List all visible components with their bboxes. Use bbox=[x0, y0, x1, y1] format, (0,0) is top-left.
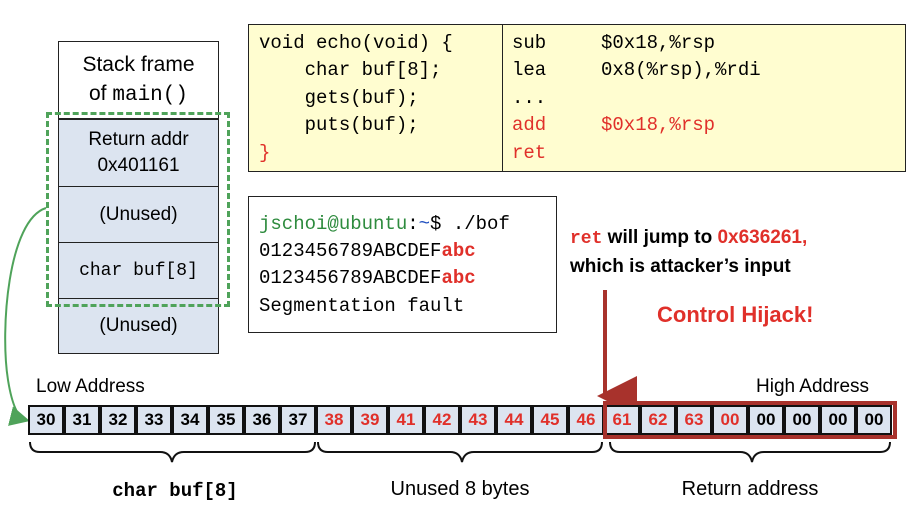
c-code-line: void echo(void) { bbox=[259, 32, 453, 54]
stack-title-code: main() bbox=[112, 84, 188, 107]
c-code-line: } bbox=[259, 142, 271, 164]
byte-cell: 37 bbox=[280, 405, 316, 435]
asm-op: sub bbox=[512, 32, 547, 54]
stack-cell-buf: char buf[8] bbox=[58, 242, 219, 299]
c-code-line: puts(buf); bbox=[259, 114, 419, 136]
asm-args: $0x18,%rsp bbox=[601, 32, 716, 54]
stack-cell-unused-lower: (Unused) bbox=[58, 298, 219, 354]
ret-note-mid: will jump to bbox=[602, 227, 718, 248]
brace-unused bbox=[317, 441, 603, 463]
stack-cell-label: (Unused) bbox=[99, 203, 178, 225]
c-code-line: gets(buf); bbox=[259, 87, 419, 109]
stack-frame-title: Stack frame of main() bbox=[58, 41, 219, 119]
byte-cell: 38 bbox=[316, 405, 352, 435]
terminal-output-line: 0123456789ABCDEFabc bbox=[259, 265, 476, 292]
asm-op: lea bbox=[512, 59, 547, 81]
ret-jump-note: ret will jump to 0x636261, bbox=[570, 227, 807, 249]
echo-frame-dashed-outline bbox=[46, 112, 230, 307]
brace-buf bbox=[29, 441, 316, 463]
code-panel-divider bbox=[502, 24, 503, 172]
asm-op: ret bbox=[512, 142, 547, 164]
buf-to-bytes-arrow bbox=[4, 207, 47, 426]
stack-cell-label: (Unused) bbox=[99, 315, 178, 336]
byte-cell: 00 bbox=[712, 405, 748, 435]
asm-op: add bbox=[512, 114, 547, 136]
terminal-colon: : bbox=[407, 213, 419, 235]
byte-cell: 00 bbox=[856, 405, 892, 435]
high-address-label: High Address bbox=[756, 376, 870, 397]
terminal-error-line: Segmentation fault bbox=[259, 295, 465, 317]
return-address-bytes-outline bbox=[603, 401, 897, 439]
attacker-input-note: which is attacker’s input bbox=[570, 256, 791, 277]
stack-title-prefix: of bbox=[89, 82, 113, 105]
byte-cell: 42 bbox=[424, 405, 460, 435]
terminal-input-line: 0123456789ABCDEFabc bbox=[259, 238, 476, 265]
byte-cell: 00 bbox=[820, 405, 856, 435]
unused-bytes-label: Unused 8 bytes bbox=[390, 478, 530, 500]
byte-cell: 00 bbox=[784, 405, 820, 435]
byte-cell: 32 bbox=[100, 405, 136, 435]
terminal-input-overflow: abc bbox=[441, 240, 476, 262]
control-hijack-label: Control Hijack! bbox=[657, 302, 814, 327]
asm-op: ... bbox=[512, 87, 547, 109]
byte-cell: 44 bbox=[496, 405, 532, 435]
byte-cell: 62 bbox=[640, 405, 676, 435]
terminal-path: ~ bbox=[418, 213, 431, 235]
stack-cell-label: char buf[8] bbox=[79, 260, 198, 281]
byte-cell: 39 bbox=[352, 405, 388, 435]
terminal-panel bbox=[248, 196, 557, 333]
code-panel bbox=[248, 24, 906, 172]
ret-keyword: ret bbox=[570, 229, 603, 249]
low-address-label: Low Address bbox=[36, 376, 145, 397]
byte-cell: 36 bbox=[244, 405, 280, 435]
byte-cell: 35 bbox=[208, 405, 244, 435]
byte-cell: 30 bbox=[28, 405, 64, 435]
ret-target-address: 0x636261 bbox=[717, 227, 803, 248]
terminal-command: $ ./bof bbox=[430, 213, 510, 235]
brace-return bbox=[609, 441, 891, 463]
terminal-output-overflow: abc bbox=[441, 267, 476, 289]
byte-cell: 00 bbox=[748, 405, 784, 435]
byte-cell: 31 bbox=[64, 405, 100, 435]
byte-cell: 41 bbox=[388, 405, 424, 435]
terminal-input-text: 0123456789ABCDEF bbox=[259, 240, 442, 262]
byte-cell: 43 bbox=[460, 405, 496, 435]
return-address-label: Return address bbox=[681, 478, 819, 500]
stack-cell-unused-upper: (Unused) bbox=[58, 186, 219, 243]
c-code-line: char buf[8]; bbox=[259, 59, 442, 81]
byte-cell: 63 bbox=[676, 405, 712, 435]
asm-args: $0x18,%rsp bbox=[601, 114, 716, 136]
terminal-output-text: 0123456789ABCDEF bbox=[259, 267, 442, 289]
byte-cell: 46 bbox=[568, 405, 604, 435]
byte-cell: 34 bbox=[172, 405, 208, 435]
stack-cell-return-addr: Return addr 0x401161 bbox=[58, 119, 219, 187]
terminal-user-host: jschoi@ubuntu bbox=[259, 213, 408, 235]
stack-title-line1: Stack frame bbox=[82, 53, 195, 76]
stack-cell-label: Return addr bbox=[88, 129, 189, 150]
ret-note-end: , bbox=[802, 227, 808, 248]
byte-cell: 45 bbox=[532, 405, 568, 435]
buf-bytes-label: char buf[8] bbox=[112, 480, 238, 502]
terminal-prompt-line: jschoi@ubuntu:~$ ./bof bbox=[259, 211, 510, 238]
asm-args: 0x8(%rsp),%rdi bbox=[601, 59, 761, 81]
stack-cell-value: 0x401161 bbox=[97, 155, 180, 176]
byte-cell: 33 bbox=[136, 405, 172, 435]
